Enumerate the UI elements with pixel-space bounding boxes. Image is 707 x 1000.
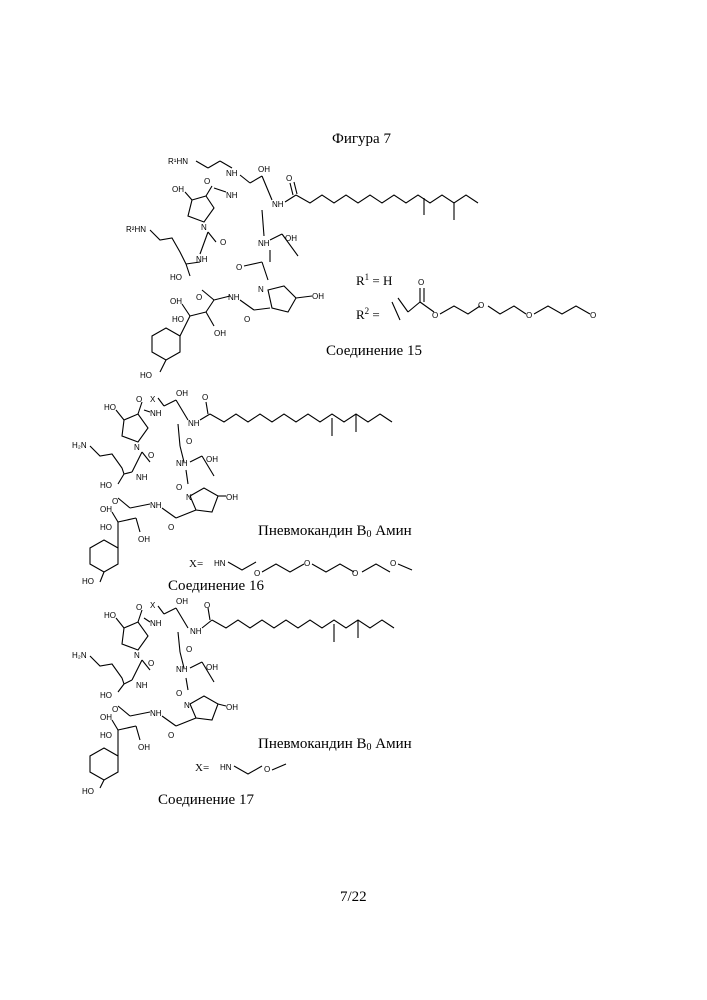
- nh-atom-label: NH: [176, 665, 188, 674]
- o-atom-label: O: [264, 765, 270, 774]
- compound-17-label: Соединение 17: [158, 792, 254, 809]
- o-atom-label: O: [136, 603, 142, 612]
- nh-atom-label: NH: [136, 681, 148, 690]
- nh-atom-label: NH: [190, 627, 202, 636]
- compound-17-x-label: X=: [195, 762, 209, 774]
- o-atom-label: O: [168, 731, 174, 740]
- o-atom-label: O: [176, 689, 182, 698]
- o-atom-label: O: [148, 659, 154, 668]
- o-atom-label: O: [204, 601, 210, 610]
- hn-atom-label: HN: [220, 763, 232, 772]
- h2n-atom-label: H₂N: [72, 651, 87, 660]
- ho-atom-label: HO: [104, 611, 116, 620]
- oh-atom-label: OH: [100, 713, 112, 722]
- oh-atom-label: OH: [176, 597, 188, 606]
- compound-17-core-name: Пневмокандин B0 Амин: [258, 736, 412, 753]
- nh-atom-label: NH: [150, 709, 162, 718]
- n-atom-label: N: [184, 701, 190, 710]
- oh-atom-label: OH: [206, 663, 218, 672]
- o-atom-label: O: [186, 645, 192, 654]
- oh-atom-label: OH: [138, 743, 150, 752]
- o-atom-label: O: [112, 705, 118, 714]
- ho-atom-label: HO: [82, 787, 94, 796]
- n-atom-label: N: [134, 651, 140, 660]
- ho-atom-label: HO: [100, 731, 112, 740]
- ho-atom-label: HO: [100, 691, 112, 700]
- oh-atom-label: OH: [226, 703, 238, 712]
- page-number: 7/22: [340, 889, 367, 906]
- x-atom-label: X: [150, 601, 156, 610]
- nh-atom-label: NH: [150, 619, 162, 628]
